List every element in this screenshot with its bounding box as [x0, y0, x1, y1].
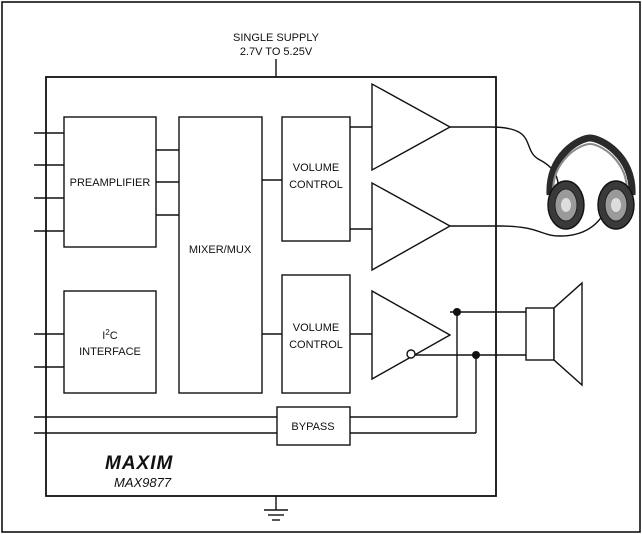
speaker-amp — [371, 289, 452, 381]
preamp-input-pins — [34, 132, 64, 232]
preamp-to-mixer-lines — [156, 149, 179, 216]
headphone-wire-left — [450, 126, 560, 196]
volume-control-bottom-line2: CONTROL — [289, 339, 343, 351]
headphone-amp-left — [371, 82, 452, 172]
volume-control-bottom-line1: VOLUME — [293, 322, 339, 334]
bypass-label: BYPASS — [291, 421, 334, 433]
i2c-interface-block — [63, 290, 157, 394]
preamplifier-label: PREAMPLIFIER — [70, 177, 151, 189]
speaker-icon — [525, 281, 583, 387]
supply-label-line1: SINGLE SUPPLY — [233, 32, 320, 44]
maxim-logo: MAXIM — [105, 453, 174, 474]
i2c-pins — [34, 333, 64, 368]
i2c-superscript: 2 — [105, 328, 110, 337]
part-number: MAX9877 — [114, 475, 172, 490]
headphone-amp-right — [371, 181, 452, 272]
i2c-label-line1: I2C — [102, 328, 118, 342]
i2c-label-line2: INTERFACE — [79, 346, 141, 358]
i2c-suffix: C — [110, 330, 118, 342]
speaker-amp-inverting-output — [406, 349, 416, 359]
mixer-mux-label: MIXER/MUX — [189, 244, 252, 256]
volume-control-top-line1: VOLUME — [293, 162, 339, 174]
supply-label-line2: 2.7V TO 5.25V — [240, 46, 313, 58]
volume-control-top-line2: CONTROL — [289, 179, 343, 191]
i2c-prefix: I — [102, 330, 105, 342]
headphone-wire-right — [450, 204, 609, 237]
chip-boundary — [45, 76, 497, 497]
mixer-mux-block — [178, 116, 263, 394]
volume-control-top-block — [281, 116, 351, 242]
preamplifier-block — [63, 116, 157, 248]
headphones-icon — [546, 134, 636, 230]
bypass-block — [276, 406, 351, 446]
ground-icon — [264, 496, 288, 521]
volume-control-bottom-block — [281, 274, 351, 394]
